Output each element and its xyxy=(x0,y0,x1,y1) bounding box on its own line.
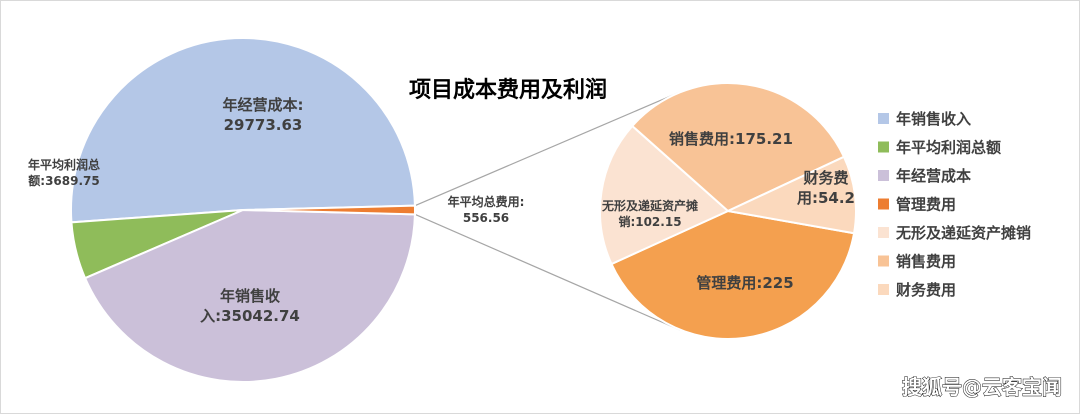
legend-swatch xyxy=(878,227,889,238)
legend-item-财务费用: 财务费用 xyxy=(878,281,956,299)
chart-title: 项目成本费用及利润 xyxy=(409,77,607,103)
legend-swatch xyxy=(878,141,889,153)
main-slice-年平均总费用 xyxy=(242,204,416,216)
main-label-年平均利润总额: 年平均利润总额:3689.75 xyxy=(28,157,100,188)
sub-slice-无形及递延资产摊销 xyxy=(599,124,730,266)
legend-item-销售费用: 销售费用 xyxy=(878,253,956,271)
connector-line-bottom xyxy=(414,213,681,331)
legend-label: 财务费用 xyxy=(896,281,956,299)
legend-swatch xyxy=(878,113,889,124)
legend-label: 年经营成本 xyxy=(896,167,971,185)
sub-label-无形及递延资产摊销: 无形及递延资产摊销:102.15 xyxy=(601,198,698,229)
legend-item-年平均利润总额: 年平均利润总额 xyxy=(878,139,1001,157)
sub-label-销售费用: 销售费用:175.21 xyxy=(669,130,793,148)
legend-label: 年平均利润总额 xyxy=(896,139,1001,157)
legend-item-年销售收入: 年销售收入 xyxy=(878,110,971,128)
sub-label-管理费用: 管理费用:225 xyxy=(696,274,793,292)
legend-label: 无形及递延资产摊销 xyxy=(895,224,1031,242)
legend-item-无形及递延资产摊销: 无形及递延资产摊销 xyxy=(878,224,1031,242)
legend-label: 年销售收入 xyxy=(896,110,971,128)
sub-slice-销售费用 xyxy=(630,82,846,213)
legend-swatch xyxy=(878,198,889,210)
legend-label: 销售费用 xyxy=(896,253,956,271)
main-label-年经营成本: 年经营成本:29773.63 xyxy=(223,96,304,134)
legend-item-管理费用: 管理费用 xyxy=(878,196,956,214)
main-label-年销售收入: 年销售收入:35042.74 xyxy=(200,287,300,325)
connector-lines xyxy=(414,91,681,331)
legend-label: 管理费用 xyxy=(896,196,956,214)
connector-line-top xyxy=(414,91,681,207)
main-slice-年经营成本 xyxy=(83,208,416,383)
data-labels: 年销售收入:35042.74 年平均利润总额:3689.75 年经营成本:29773… xyxy=(28,96,855,325)
watermark: 搜狐号@云客宝闻 xyxy=(902,375,1062,399)
legend-swatch xyxy=(878,255,889,267)
legend-swatch xyxy=(878,284,889,295)
legend-swatch xyxy=(878,170,889,181)
main-label-年平均总费用: 年平均总费用:556.56 xyxy=(448,194,525,225)
legend-item-年经营成本: 年经营成本 xyxy=(878,167,971,185)
sub-pie xyxy=(599,82,857,340)
main-pie xyxy=(70,37,416,383)
sub-slice-财务费用 xyxy=(724,155,857,235)
main-slice-年销售收入 xyxy=(70,37,416,224)
sub-slice-管理费用 xyxy=(610,209,856,340)
sub-label-财务费用: 财务费用:54.2 xyxy=(797,169,855,207)
